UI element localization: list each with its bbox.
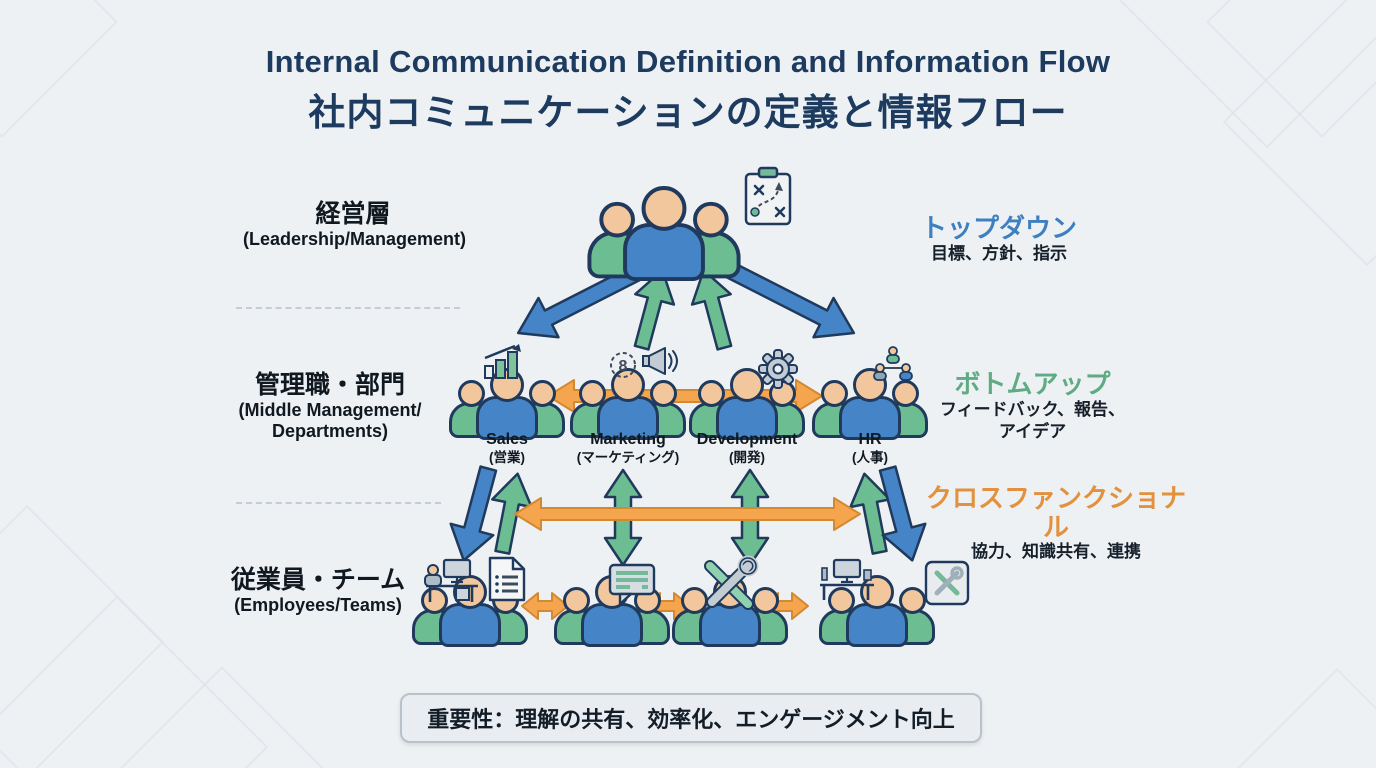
tier-leadership-ja: 経営層 bbox=[315, 200, 391, 228]
flow-topdown: トップダウン 目標、方針、指示 bbox=[899, 214, 1099, 265]
importance-banner: 重要性：理解の共有、効率化、エンゲージメント向上 bbox=[400, 693, 982, 743]
crossfunctional-arrow-long bbox=[514, 497, 861, 531]
person-icon bbox=[623, 186, 705, 282]
desk-computer-icon bbox=[820, 558, 874, 600]
tier-employees-ja: 従業員・チーム bbox=[230, 566, 406, 594]
chat-bubble-icon bbox=[608, 563, 656, 606]
bar-chart-icon bbox=[484, 344, 521, 379]
gear-icon bbox=[758, 349, 798, 389]
dept-label-sales: Sales (営業) bbox=[432, 431, 582, 466]
dept-label-marketing: Marketing (マーケティング) bbox=[553, 431, 703, 466]
flow-topdown-desc: 目標、方針、指示 bbox=[931, 243, 1067, 263]
coin-badge-icon: 8 bbox=[610, 352, 636, 378]
tier-middle-en2: Departments) bbox=[271, 421, 389, 442]
desk-computer-icon bbox=[424, 558, 478, 602]
marketing-people-group bbox=[570, 368, 686, 452]
person-icon bbox=[839, 368, 901, 440]
flow-crossfunctional: クロスファンクショナル 協力、知識共有、連携 bbox=[926, 484, 1186, 563]
dept-marketing-ja: (マーケティング) bbox=[576, 449, 680, 465]
strategy-clipboard-icon bbox=[744, 166, 792, 226]
dept-development-ja: (開発) bbox=[729, 449, 765, 465]
dept-label-development: Development (開発) bbox=[672, 431, 822, 466]
crossed-tools-icon bbox=[704, 555, 759, 610]
dept-label-hr: HR (人事) bbox=[795, 431, 945, 466]
flow-topdown-title: トップダウン bbox=[920, 213, 1077, 243]
page-title-ja: 社内コミュニケーションの定義と情報フロー bbox=[308, 92, 1068, 133]
flow-bottomup-title: ボトムアップ bbox=[954, 369, 1111, 399]
tier-middle-ja: 管理職・部門 bbox=[254, 371, 405, 399]
bottomup-arrow-left bbox=[633, 269, 676, 351]
tier-leadership-en: (Leadership/Management) bbox=[243, 228, 467, 249]
bottomup-arrow-right bbox=[690, 269, 733, 351]
flow-bottomup: ボトムアップ フィードバック、報告、 アイデア bbox=[920, 370, 1145, 443]
org-people-icon bbox=[873, 346, 913, 381]
person-icon bbox=[554, 587, 599, 645]
person-icon bbox=[597, 368, 659, 440]
person-icon bbox=[439, 575, 501, 647]
flow-bottomup-desc2: アイデア bbox=[998, 421, 1067, 441]
dept-marketing-en: Marketing bbox=[590, 431, 666, 448]
dept-sales-en: Sales bbox=[486, 431, 528, 448]
corner-pattern bbox=[1228, 668, 1376, 768]
page-title-en: Internal Communication Definition and In… bbox=[265, 44, 1111, 79]
flow-bottomup-desc1: フィードバック、報告、 bbox=[939, 399, 1126, 419]
topdown-arrow-right-lower bbox=[878, 465, 927, 562]
employees-group-1 bbox=[412, 575, 528, 659]
person-icon bbox=[716, 368, 778, 440]
development-people-group bbox=[689, 368, 805, 452]
tier-divider bbox=[236, 307, 460, 309]
dept-hr-ja: (人事) bbox=[852, 449, 888, 465]
document-icon bbox=[488, 556, 526, 602]
flow-crossfunctional-desc: 協力、知識共有、連携 bbox=[971, 542, 1141, 562]
dept-hr-en: HR bbox=[858, 431, 882, 448]
svg-text:8: 8 bbox=[619, 358, 628, 375]
tier-middle-en1: (Middle Management/ bbox=[238, 399, 422, 420]
tier-employees-en: (Employees/Teams) bbox=[234, 594, 402, 615]
hr-people-group bbox=[812, 368, 928, 452]
dept-development-en: Development bbox=[696, 431, 798, 448]
tier-divider bbox=[236, 502, 441, 504]
tools-badge-icon bbox=[924, 560, 970, 606]
tier-label-middle: 管理職・部門 (Middle Management/ Departments) bbox=[220, 371, 440, 443]
tier-label-leadership: 経営層 (Leadership/Management) bbox=[243, 200, 467, 250]
flow-crossfunctional-title: クロスファンクショナル bbox=[926, 483, 1187, 542]
megaphone-icon bbox=[642, 347, 678, 375]
topdown-arrow-left-lower bbox=[449, 465, 498, 562]
leadership-people-group bbox=[587, 186, 741, 297]
employees-group-2 bbox=[554, 575, 670, 659]
tier-label-employees: 従業員・チーム (Employees/Teams) bbox=[208, 566, 428, 616]
dept-sales-ja: (営業) bbox=[489, 449, 525, 465]
